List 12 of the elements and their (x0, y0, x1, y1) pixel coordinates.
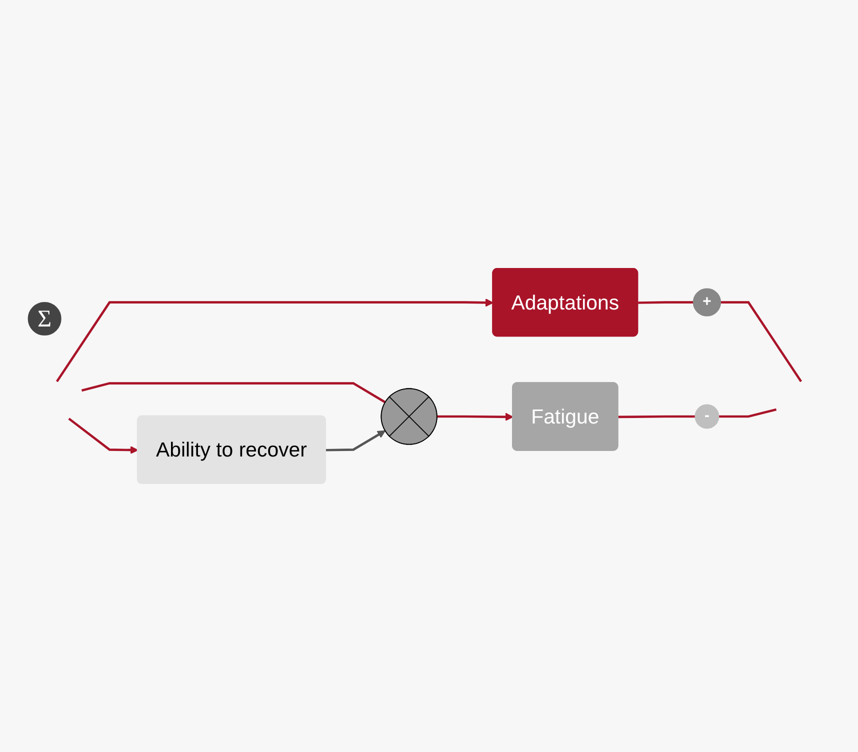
connector (718, 408, 777, 418)
node-circle: - (694, 404, 720, 429)
node-circle: Σ (28, 302, 62, 336)
connector (81, 382, 386, 404)
connector (618, 415, 696, 418)
arrow (326, 430, 386, 452)
arrow (436, 412, 514, 421)
arrow (68, 418, 138, 454)
node-circle: + (692, 288, 722, 316)
connector (638, 301, 694, 304)
connector (720, 301, 802, 382)
arrow (56, 298, 494, 382)
